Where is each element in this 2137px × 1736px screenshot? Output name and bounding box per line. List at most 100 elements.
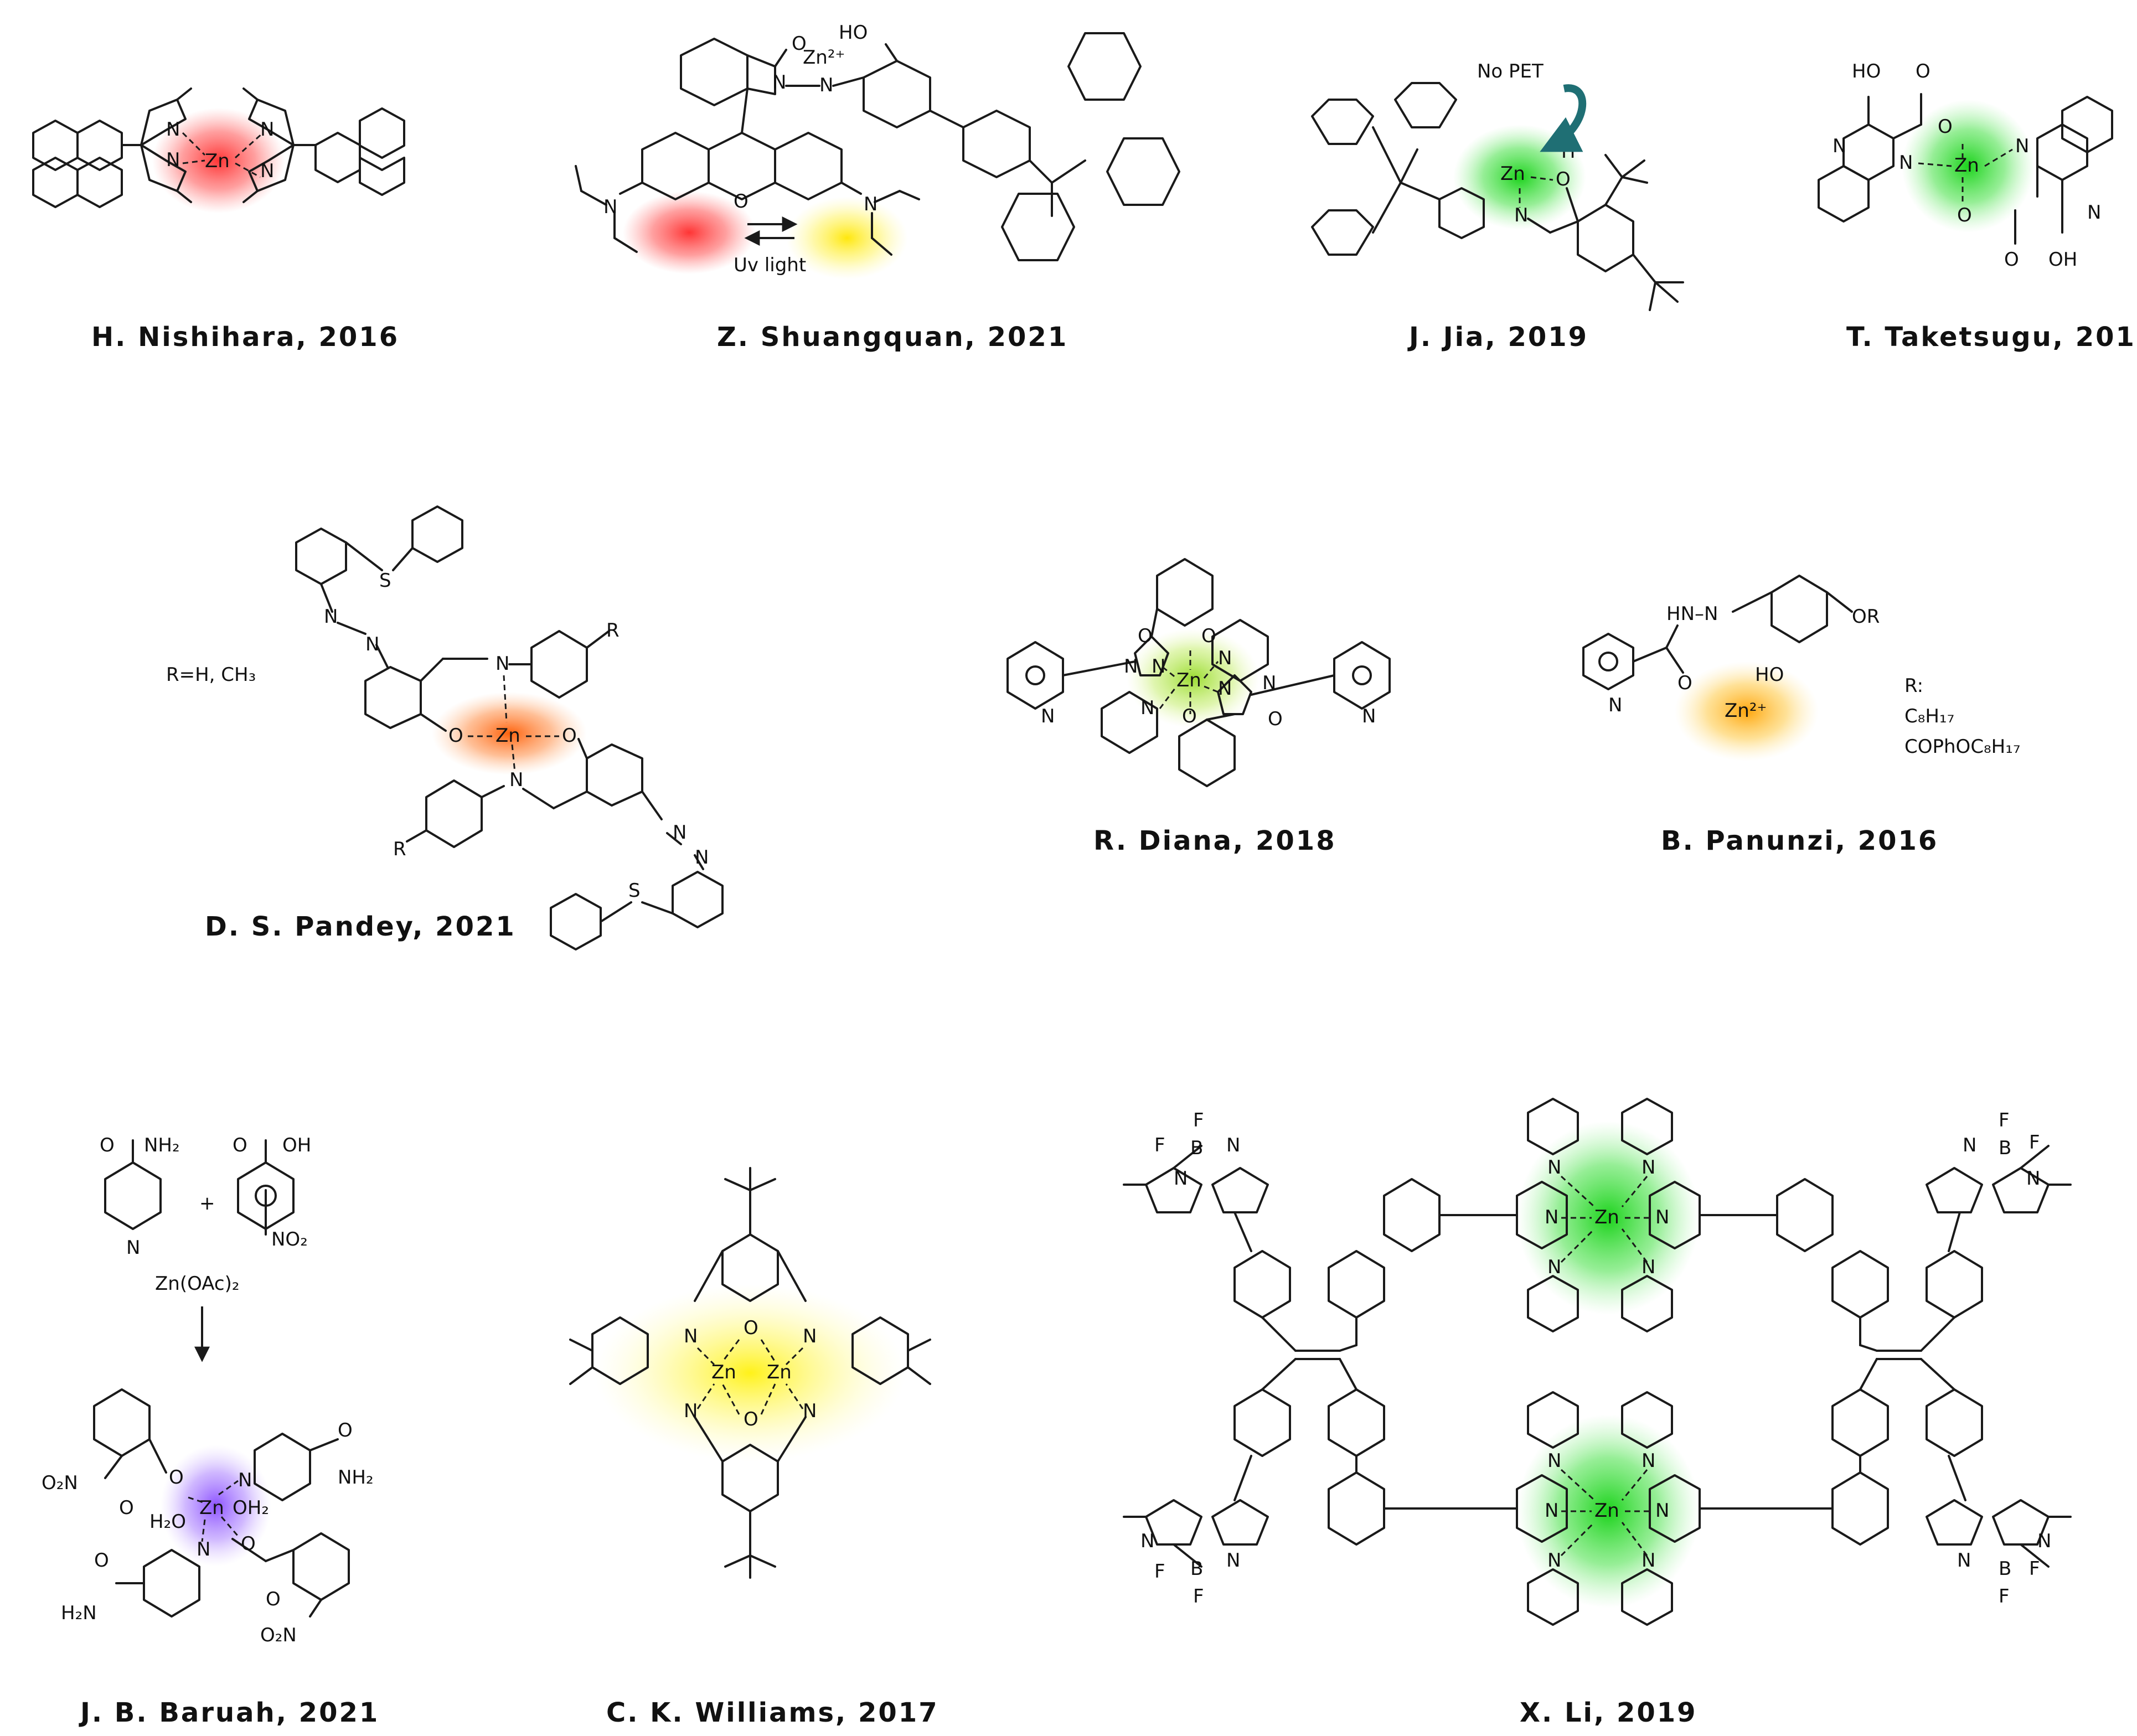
n-atom: N <box>1362 705 1376 727</box>
n-atom: N <box>1124 655 1138 678</box>
n-atom: N <box>1547 1450 1561 1472</box>
n-atom: N <box>803 1400 817 1422</box>
zinc-center-label: Zn <box>1954 154 1979 177</box>
macrocycle-framework <box>569 1167 931 1579</box>
ligand-framework <box>1006 558 1391 787</box>
caption-panunzi: B. Panunzi, 2016 <box>1661 825 1938 856</box>
zinc-ion-label: Zn²⁺ <box>803 46 845 69</box>
n-atom: N <box>1545 1500 1558 1522</box>
o-atom: O <box>1138 625 1153 647</box>
amide-nh2: NH₂ <box>338 1466 374 1489</box>
complex-williams: O N N Zn Zn N N O C. K. Williams, 2017 <box>569 1167 937 1728</box>
n-atom: N <box>673 822 686 844</box>
hydroxyl-label: OH <box>282 1134 311 1156</box>
orange-emission-glow <box>432 692 587 775</box>
yellow-emission-glow <box>786 197 908 280</box>
b-atom: B <box>1190 1558 1203 1580</box>
o-atom: O <box>744 1317 758 1339</box>
n-atom: N <box>1547 1549 1561 1572</box>
hydroxyl-label: OH <box>2048 249 2077 271</box>
n-atom: N <box>864 193 877 215</box>
complex-pandey: R=H, CH₃ S N N R N O Zn O N <box>166 505 724 950</box>
complex-baruah: O NH₂ N + O OH NO₂ Zn(OAc)₂ O₂N O <box>42 1134 378 1728</box>
terpyridine-top <box>1472 1098 1745 1332</box>
n-atom: N <box>684 1400 698 1422</box>
caption-pandey: D. S. Pandey, 2021 <box>205 911 516 942</box>
o-atom: O <box>338 1419 353 1442</box>
n-atom: N <box>803 1325 817 1347</box>
n-atom: N <box>1547 1156 1561 1179</box>
zinc-center-label: Zn <box>205 150 230 172</box>
product-ligands <box>93 1388 350 1618</box>
o-atom: O <box>1201 625 1216 647</box>
n-atom: N <box>1140 1530 1154 1552</box>
lime-emission-glow <box>1127 628 1260 728</box>
n-atom: N <box>603 196 617 218</box>
o-atom: O <box>1938 116 1953 138</box>
o-atom: O <box>1556 168 1571 190</box>
n-atom: N <box>1957 1549 1971 1572</box>
substituent-option: C₈H₁₇ <box>1904 705 1954 727</box>
n-atom: N <box>1655 1500 1669 1522</box>
quinoxaline-right <box>2014 96 2113 245</box>
o-atom: O <box>169 1466 184 1489</box>
hydroxyl-label: HO <box>1852 60 1881 82</box>
nitro-label: O₂N <box>42 1472 78 1494</box>
zinc-center-label: Zn <box>1594 1500 1619 1522</box>
n-atom: N <box>2037 1530 2051 1552</box>
n-atom: N <box>1642 1549 1655 1572</box>
o-atom: O <box>792 33 807 55</box>
complex-shuangquan: O N O Zn²⁺ HO N N <box>575 22 1180 353</box>
o-atom: O <box>94 1549 109 1572</box>
b-atom: B <box>1190 1137 1203 1159</box>
n-atom: N <box>2087 202 2101 224</box>
n-atom: N <box>1642 1156 1655 1179</box>
aryl-ring-top <box>508 630 610 699</box>
o-atom: O <box>448 725 463 747</box>
hydroxyl-label: HO <box>1755 664 1784 686</box>
coordination-bonds <box>1560 1469 1653 1557</box>
water-ligand: OH₂ <box>233 1497 269 1519</box>
o-atom: O <box>241 1533 256 1555</box>
pet-arrow <box>1540 84 1587 152</box>
f-atom: F <box>1154 1561 1165 1583</box>
n-atom: N <box>772 71 786 94</box>
caption-shuangquan: Z. Shuangquan, 2021 <box>717 322 1068 353</box>
n-atom: N <box>1218 678 1232 700</box>
n-atom: N <box>1140 697 1154 719</box>
zinc-center-label: Zn <box>711 1361 736 1383</box>
n-atom: N <box>197 1538 210 1561</box>
coordination-bonds <box>188 1480 239 1542</box>
n-atom: N <box>365 633 379 655</box>
n-atom: N <box>819 74 833 96</box>
n-atom: N <box>166 149 180 171</box>
o-atom: O <box>1677 672 1692 694</box>
salen-ring-right <box>522 738 663 820</box>
water-ligand: H₂O <box>149 1511 186 1533</box>
f-atom: F <box>1999 1585 2010 1608</box>
o-atom: O <box>119 1497 134 1519</box>
terpyridine-bottom <box>1472 1391 1745 1626</box>
tpe-core-right <box>1859 1250 1983 1457</box>
substituent-heading: R: <box>1904 675 1923 697</box>
nitrobenzoic-acid <box>237 1139 295 1236</box>
amide-nh2: H₂N <box>61 1602 97 1624</box>
n-atom: N <box>1833 135 1846 157</box>
coordination-bonds <box>1918 144 2013 205</box>
dipyrrin-left <box>140 87 192 203</box>
terpyridine-n-atoms-top: N N N N N N <box>1545 1156 1669 1278</box>
uv-light-label: Uv light <box>734 254 806 276</box>
complex-diana: O N N O Zn N N N N O O N N R. Diana, 201… <box>1006 558 1391 856</box>
o-atom: O <box>233 1134 247 1156</box>
zinc-acetate-label: Zn(OAc)₂ <box>155 1273 240 1295</box>
phenol-ring <box>1732 575 1853 643</box>
caption-taketsugu: T. Taketsugu, 2019 <box>1846 322 2137 353</box>
zinc-ion-label: Zn²⁺ <box>1725 700 1767 722</box>
green-emission-glow-bottom <box>1517 1414 1700 1608</box>
plus-sign: + <box>199 1192 215 1215</box>
n-atom: N <box>684 1325 698 1347</box>
n-atom: N <box>1514 204 1528 226</box>
n-atom: N <box>166 118 180 141</box>
red-emission-glow <box>152 108 285 213</box>
o-atom: O <box>1916 60 1930 82</box>
